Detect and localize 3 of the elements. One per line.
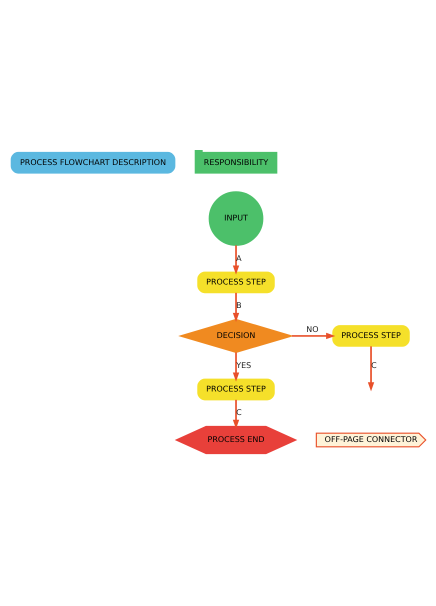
arrow [291, 332, 335, 340]
arrow [232, 352, 239, 382]
arrow [367, 346, 374, 392]
